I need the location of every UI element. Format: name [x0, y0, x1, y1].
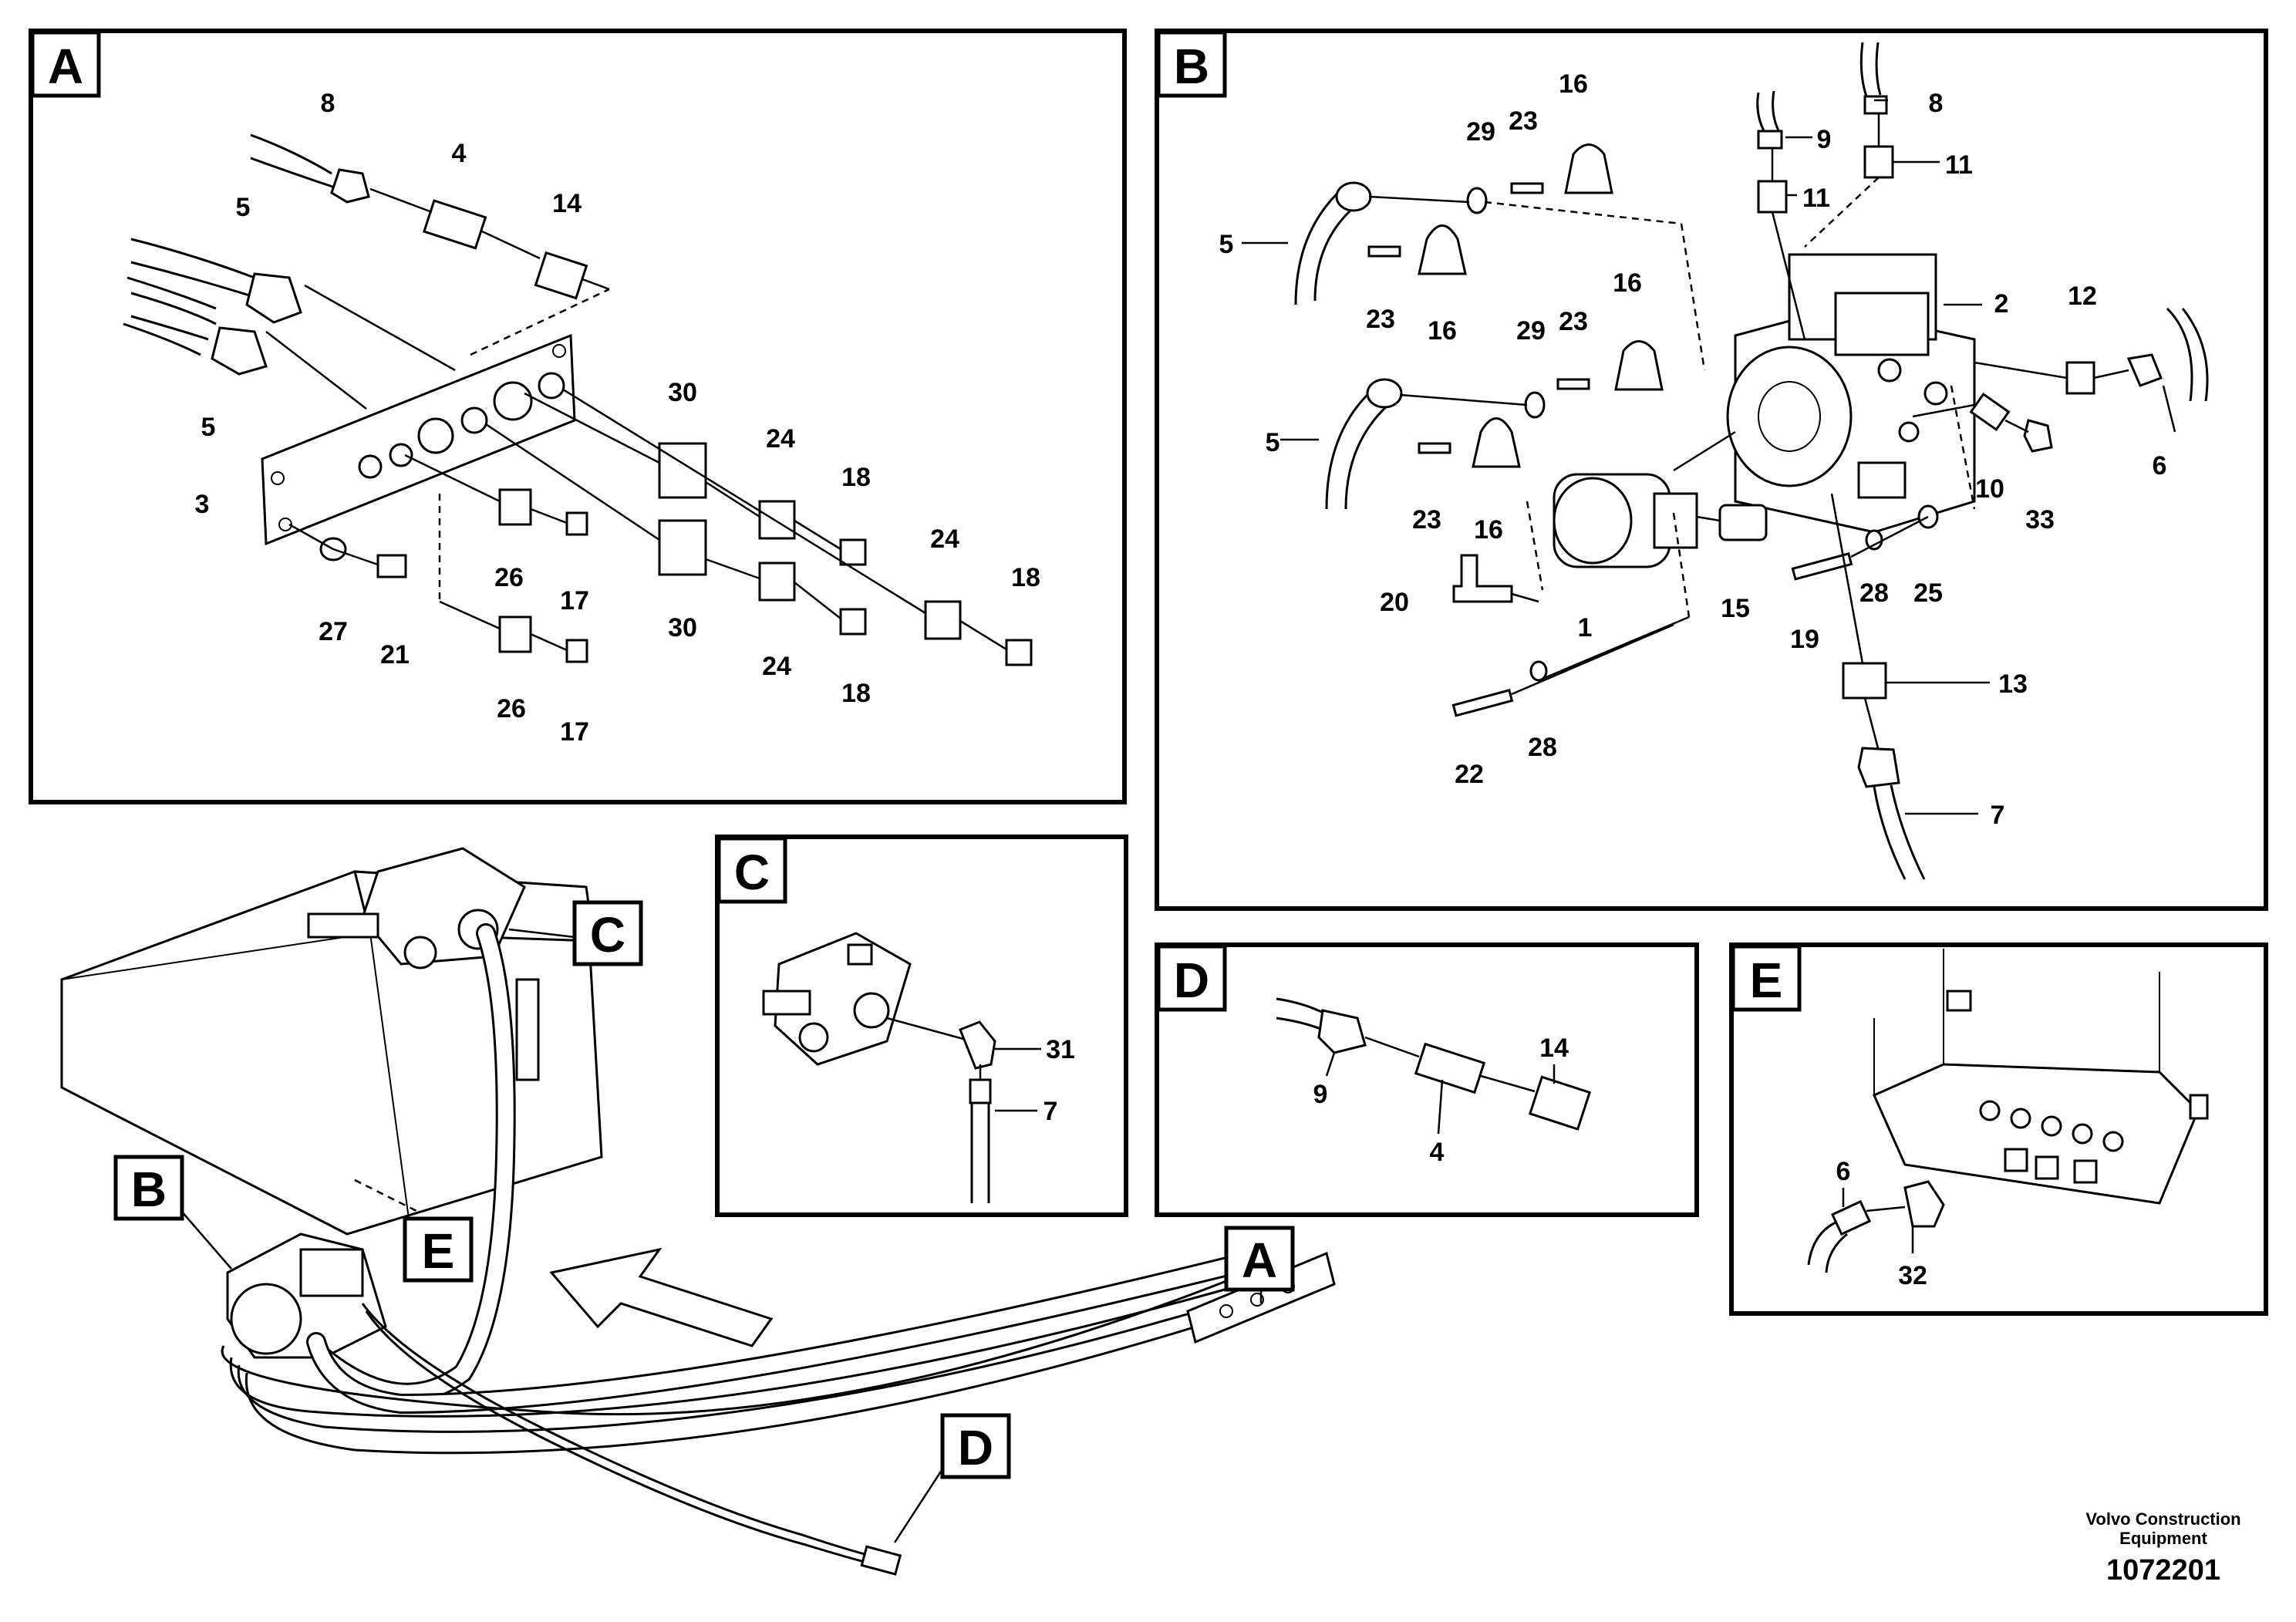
- callout: 8: [321, 89, 335, 118]
- panel-a-tag: A: [48, 39, 83, 94]
- panel-c: C 31 7: [715, 835, 1128, 1217]
- callout: 16: [1559, 69, 1588, 99]
- callout: 25: [1913, 578, 1943, 608]
- callout: 5: [1219, 230, 1234, 259]
- callout: 30: [668, 613, 697, 642]
- callout: 18: [1011, 563, 1040, 592]
- callout: 18: [841, 679, 871, 708]
- callout: 8: [1929, 89, 1944, 118]
- callout: 23: [1412, 505, 1441, 534]
- callout: 24: [762, 652, 791, 681]
- callout: 1: [1578, 613, 1593, 642]
- overview-tag-e: E: [422, 1223, 455, 1279]
- callout: 30: [668, 378, 697, 407]
- callout: 15: [1721, 594, 1750, 623]
- overview-tag-a: A: [1242, 1233, 1277, 1288]
- callout: 19: [1790, 625, 1819, 654]
- callout: 11: [1802, 184, 1830, 213]
- callout: 16: [1613, 268, 1642, 298]
- callout: 16: [1428, 316, 1457, 346]
- callout: 28: [1528, 733, 1557, 762]
- callout: 32: [1898, 1261, 1927, 1290]
- panel-a-callouts: 8 4 14 5 5 3 30 24 18 26 17 24 18 30 24 …: [195, 89, 1040, 747]
- callout: 6: [2153, 451, 2167, 481]
- panel-e-tag: E: [1750, 953, 1783, 1008]
- panel-b-callouts: 16 23 29 8 9 11 11 5 23 16 2 12 16 29 23…: [1219, 69, 2167, 830]
- callout: 12: [2068, 282, 2097, 311]
- callout: 14: [1539, 1034, 1569, 1063]
- overview-tag-b: B: [131, 1162, 167, 1217]
- callout: 23: [1559, 307, 1588, 336]
- brand-line-1: Volvo Construction: [2085, 1509, 2240, 1529]
- callout: 33: [2025, 505, 2055, 534]
- callout: 5: [201, 413, 216, 442]
- callout: 24: [766, 424, 795, 454]
- callout: 31: [1046, 1035, 1075, 1064]
- callout: 5: [1266, 428, 1280, 457]
- callout: 26: [494, 563, 524, 592]
- callout: 5: [236, 193, 251, 222]
- footer: Volvo Construction Equipment 1072201: [2085, 1509, 2240, 1587]
- callout: 27: [319, 617, 348, 646]
- brand-line-2: Equipment: [2119, 1529, 2207, 1548]
- callout: 28: [1859, 578, 1889, 608]
- callout: 22: [1455, 760, 1484, 789]
- callout: 2: [1994, 289, 2009, 319]
- overview-assembly: B C E A D: [60, 847, 1336, 1576]
- callout: 7: [1043, 1097, 1058, 1126]
- callout: 17: [560, 717, 589, 747]
- callout: 10: [1975, 474, 2004, 504]
- callout: 18: [841, 463, 871, 492]
- callout: 11: [1945, 150, 1973, 180]
- overview-tag-c: C: [590, 907, 625, 963]
- callout: 3: [195, 490, 210, 519]
- panel-d-tag: D: [1174, 953, 1209, 1008]
- callout: 7: [1991, 801, 2005, 830]
- panel-e: E 6 32: [1729, 943, 2268, 1316]
- callout: 20: [1380, 588, 1409, 617]
- callout: 29: [1516, 316, 1546, 346]
- callout: 23: [1509, 106, 1538, 136]
- panel-b: B: [1155, 29, 2268, 911]
- callout: 4: [1430, 1138, 1445, 1167]
- callout: 23: [1366, 305, 1395, 334]
- callout: 16: [1474, 515, 1503, 545]
- callout: 21: [380, 640, 410, 669]
- document-number: 1072201: [2106, 1554, 2220, 1587]
- panel-b-tag: B: [1174, 39, 1209, 94]
- overview-tag-d: D: [958, 1420, 993, 1475]
- callout: 4: [452, 139, 467, 168]
- callout: 13: [1998, 669, 2028, 699]
- callout: 29: [1466, 117, 1495, 147]
- callout: 9: [1817, 125, 1832, 154]
- callout: 14: [552, 189, 582, 218]
- callout: 26: [497, 694, 526, 723]
- callout: 17: [560, 586, 589, 615]
- callout: 24: [930, 524, 959, 554]
- panel-a: A: [29, 29, 1127, 804]
- panel-c-tag: C: [734, 845, 770, 900]
- callout: 6: [1836, 1157, 1851, 1186]
- callout: 9: [1313, 1080, 1328, 1109]
- panel-d: D 14 9 4: [1155, 943, 1699, 1217]
